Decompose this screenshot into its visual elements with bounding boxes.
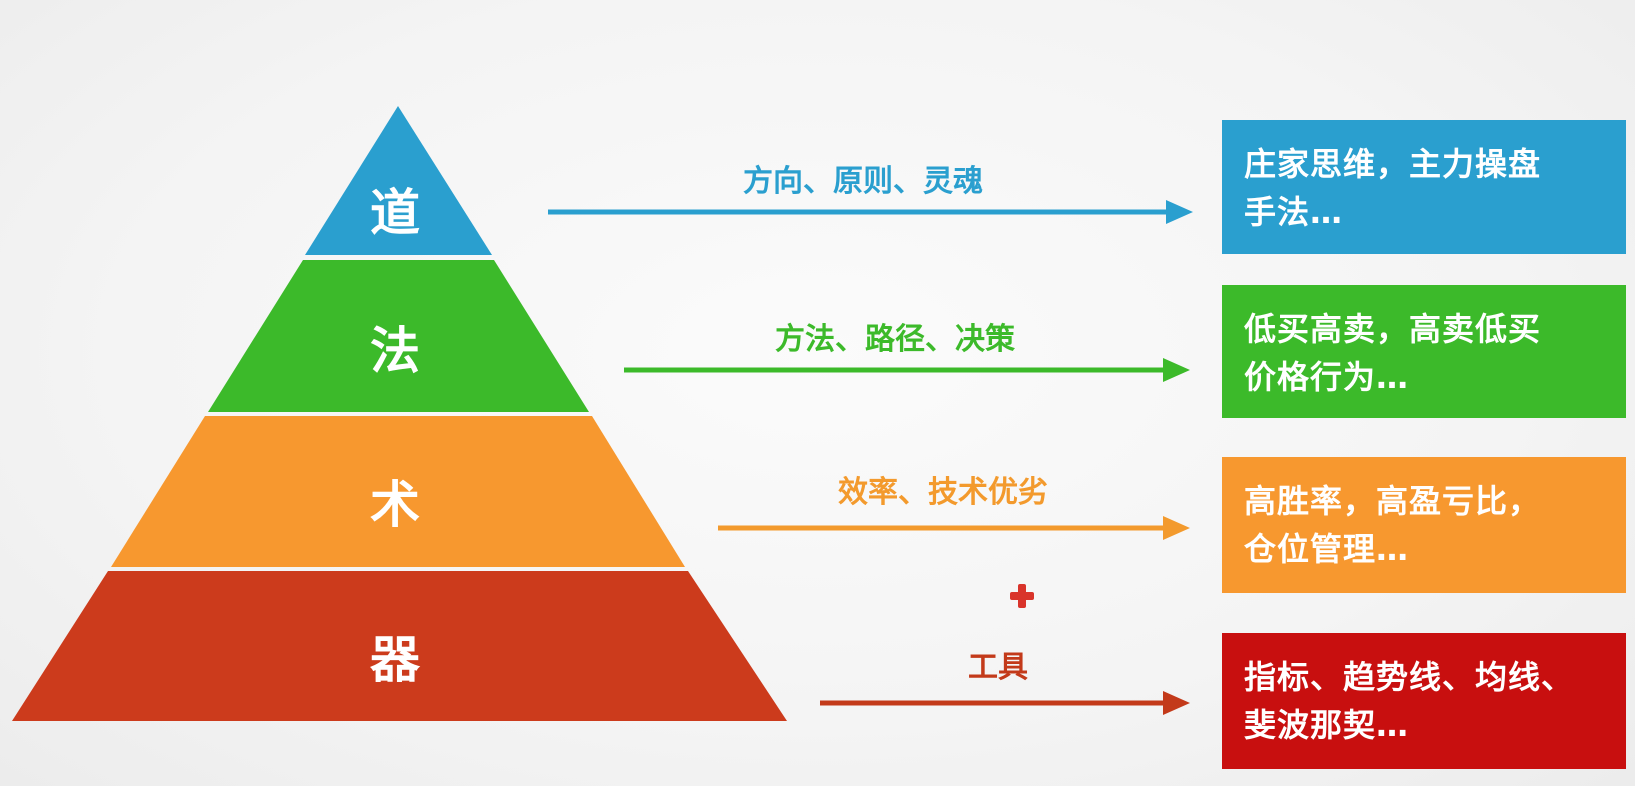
tier-shu-shape [111,416,685,567]
arrow-qi-label: 工具 [968,650,1028,685]
box-fa: 低买高卖，高卖低买 价格行为… [1222,285,1626,418]
box-qi-line-2: 斐波那契… [1244,706,1410,744]
tier-fa-label: 法 [370,322,420,380]
arrow-dao [548,200,1193,224]
arrow-fa-label: 方法、路径、决策 [775,322,1015,357]
box-shu-line-1: 高胜率，高盈亏比， [1244,482,1542,520]
tier-shu-label: 术 [370,476,420,534]
tier-qi-shape [12,571,787,721]
box-dao-line-1: 庄家思维，主力操盘 [1244,145,1542,183]
arrow-qi [820,691,1190,715]
tier-dao-shape [305,106,492,255]
arrow-shu [718,516,1190,540]
box-dao: 庄家思维，主力操盘 手法… [1222,120,1626,254]
arrow-fa [624,358,1190,382]
tier-qi-label: 器 [370,631,421,689]
arrow-shu-label: 效率、技术优劣 [838,475,1048,510]
arrow-dao-label: 方向、原则、灵魂 [743,164,983,199]
box-fa-line-2: 价格行为… [1244,358,1410,396]
tier-dao-label: 道 [370,184,420,242]
box-fa-line-1: 低买高卖，高卖低买 [1244,310,1542,348]
box-shu-line-2: 仓位管理… [1244,530,1410,568]
plus-icon [1010,584,1034,608]
tier-fa-shape [208,260,589,412]
box-qi-line-1: 指标、趋势线、均线、 [1244,658,1575,696]
box-qi: 指标、趋势线、均线、 斐波那契… [1222,633,1626,769]
box-shu: 高胜率，高盈亏比， 仓位管理… [1222,457,1626,593]
box-dao-line-2: 手法… [1244,193,1344,231]
